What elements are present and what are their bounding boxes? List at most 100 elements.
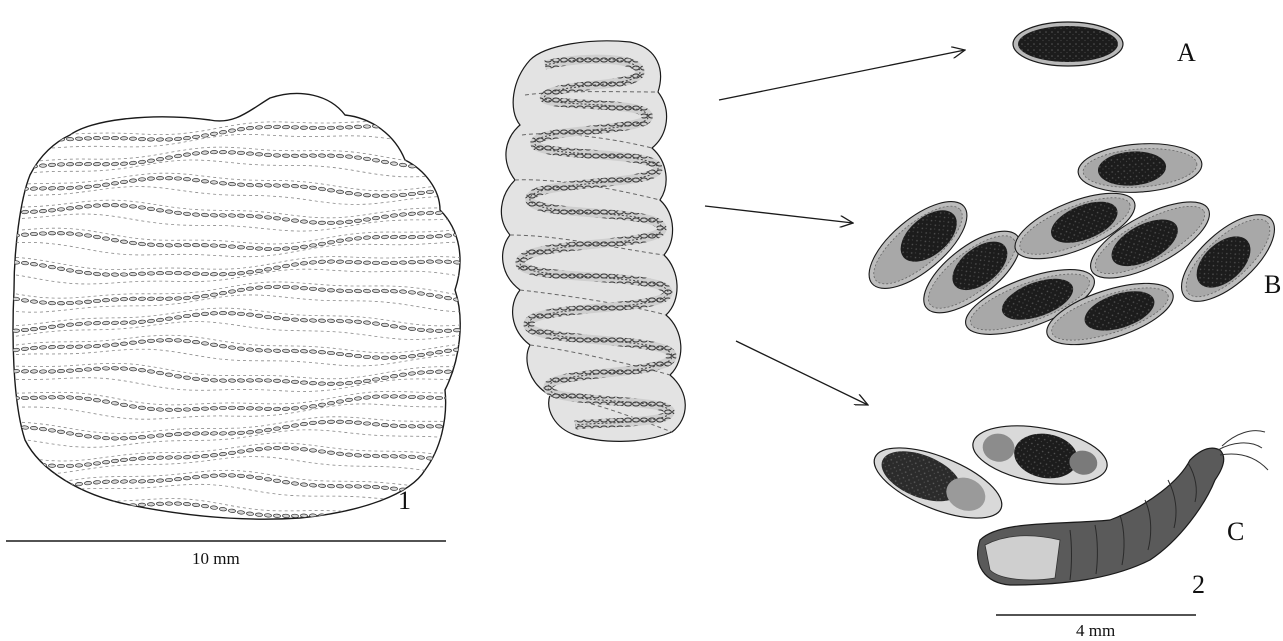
egg xyxy=(165,373,172,377)
egg xyxy=(354,192,361,196)
egg xyxy=(39,232,46,236)
egg xyxy=(336,420,343,424)
egg xyxy=(219,311,226,314)
egg xyxy=(84,321,91,325)
egg xyxy=(219,213,226,217)
egg xyxy=(39,301,46,305)
egg xyxy=(111,459,118,463)
egg xyxy=(183,339,190,343)
egg xyxy=(84,345,91,349)
egg xyxy=(147,319,154,323)
egg xyxy=(399,355,406,359)
egg xyxy=(138,406,145,410)
egg xyxy=(363,157,371,161)
egg xyxy=(237,151,244,155)
egg xyxy=(21,328,28,332)
egg xyxy=(327,221,334,225)
egg xyxy=(84,300,91,303)
egg xyxy=(192,432,199,436)
egg xyxy=(183,212,190,216)
egg xyxy=(390,289,397,293)
egg xyxy=(201,475,208,478)
egg xyxy=(453,396,460,400)
egg xyxy=(291,184,299,188)
egg xyxy=(390,394,397,398)
scale-label-right: 4 mm xyxy=(1076,622,1115,639)
egg xyxy=(129,320,136,324)
egg xyxy=(291,126,298,130)
egg xyxy=(255,153,262,156)
egg xyxy=(246,448,253,452)
egg xyxy=(390,213,397,217)
egg xyxy=(75,137,82,141)
egg xyxy=(318,350,325,354)
egg xyxy=(174,137,181,141)
egg xyxy=(345,289,352,293)
scale-label-left: 10 mm xyxy=(192,550,240,567)
egg xyxy=(111,136,118,139)
egg xyxy=(345,155,352,159)
egg xyxy=(426,370,433,374)
egg xyxy=(237,246,244,249)
egg xyxy=(273,247,280,251)
egg xyxy=(12,369,19,373)
egg xyxy=(174,296,181,300)
egg xyxy=(147,207,154,211)
egg xyxy=(327,420,334,424)
egg xyxy=(84,481,91,485)
egg xyxy=(201,151,208,155)
egg xyxy=(30,136,37,140)
egg xyxy=(174,154,181,158)
egg xyxy=(309,350,316,354)
egg xyxy=(183,296,190,300)
egg xyxy=(111,238,118,242)
egg xyxy=(399,395,406,399)
egg xyxy=(138,320,145,324)
egg xyxy=(120,240,128,244)
egg xyxy=(129,272,136,276)
egg xyxy=(255,447,262,451)
egg xyxy=(57,504,64,508)
egg xyxy=(30,396,37,400)
egg xyxy=(192,151,199,155)
egg xyxy=(84,504,91,508)
egg xyxy=(12,425,19,429)
egg xyxy=(147,407,154,411)
egg xyxy=(264,267,272,271)
egg xyxy=(111,203,118,207)
egg xyxy=(30,462,37,466)
egg xyxy=(111,437,118,441)
egg xyxy=(102,183,109,187)
egg xyxy=(345,260,352,264)
egg xyxy=(228,379,235,383)
egg xyxy=(156,434,163,438)
stage-c-group xyxy=(865,417,1268,585)
egg xyxy=(57,267,65,271)
egg xyxy=(300,448,307,452)
egg xyxy=(426,211,434,215)
egg xyxy=(102,480,110,484)
arrow-to-a xyxy=(719,50,965,100)
egg xyxy=(399,193,406,196)
egg xyxy=(183,455,190,459)
egg xyxy=(354,289,361,293)
egg xyxy=(120,321,128,325)
egg xyxy=(111,401,119,405)
egg xyxy=(300,483,307,487)
egg xyxy=(453,508,461,512)
egg xyxy=(237,450,244,454)
egg xyxy=(291,349,298,353)
egg xyxy=(417,455,424,459)
stage-label-c: C xyxy=(1227,519,1244,545)
egg xyxy=(381,235,388,239)
egg xyxy=(165,176,172,179)
egg xyxy=(453,233,460,236)
egg xyxy=(75,482,82,486)
egg xyxy=(264,215,271,219)
egg xyxy=(201,312,208,316)
egg xyxy=(174,271,181,275)
egg xyxy=(156,371,163,375)
egg xyxy=(372,322,379,326)
egg xyxy=(57,186,65,190)
egg xyxy=(120,180,127,184)
